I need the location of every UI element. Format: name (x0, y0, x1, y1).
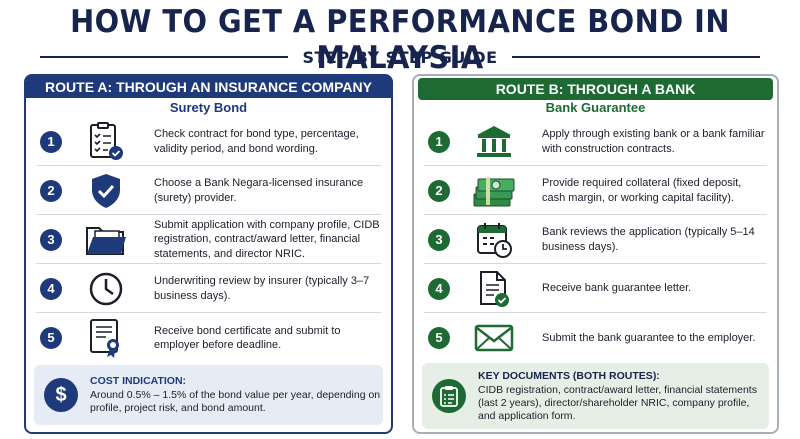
route-b-panel: ROUTE B: THROUGH A BANK Bank Guarantee 1… (412, 74, 779, 434)
bank-icon (466, 122, 522, 162)
step-text: Receive bank guarantee letter. (542, 282, 692, 295)
step-text: Check contract for bond type, percentage… (154, 128, 359, 155)
step-number: 1 (428, 130, 450, 153)
route-b-step-4: 4 Receive bank guarantee letter. (424, 265, 767, 313)
envelope-icon (466, 318, 522, 358)
step-text: Submit application with company profile,… (154, 218, 380, 260)
page-subtitle: STEP BY STEP GUIDE (302, 47, 498, 67)
step-number: 2 (428, 179, 450, 202)
cost-indication-content: COST INDICATION: Around 0.5% – 1.5% of t… (90, 375, 383, 415)
route-a-step-1: 1 Check contract for bond type, percenta… (36, 118, 381, 166)
subtitle-row: STEP BY STEP GUIDE (40, 46, 760, 68)
key-documents-title: KEY DOCUMENTS (BOTH ROUTES): (478, 369, 660, 382)
step-text: Choose a Bank Negara-licensed insurance … (154, 177, 364, 204)
step-text: Apply through existing bank or a bank fa… (542, 128, 765, 155)
cost-indication-box: $ COST INDICATION: Around 0.5% – 1.5% of… (34, 365, 383, 425)
route-a-step-5: 5 Receive bond certificate and submit to… (36, 314, 381, 362)
money-stack-icon (466, 171, 522, 211)
step-text: Bank reviews the application (typically … (542, 226, 755, 253)
shield-check-icon (78, 171, 134, 211)
step-text: Submit the bank guarantee to the employe… (542, 331, 756, 344)
calendar-clock-icon (466, 220, 522, 260)
clipboard-icon (432, 379, 466, 413)
route-a-step-3: 3 Submit application with company profil… (36, 216, 381, 264)
key-documents-box: KEY DOCUMENTS (BOTH ROUTES): CIDB regist… (422, 363, 769, 429)
route-b-step-3: 3 Bank reviews the application (typicall… (424, 216, 767, 264)
step-text: Underwriting review by insurer (typicall… (154, 275, 370, 302)
step-number: 5 (428, 327, 450, 349)
route-a-step-4: 4 Underwriting review by insurer (typica… (36, 265, 381, 313)
certificate-icon (78, 318, 134, 358)
step-number: 1 (40, 130, 62, 153)
route-a-panel: ROUTE A: THROUGH AN INSURANCE COMPANY Su… (24, 74, 393, 434)
checklist-icon (78, 121, 134, 162)
divider (40, 56, 289, 58)
step-number: 3 (428, 228, 450, 251)
route-a-step-2: 2 Choose a Bank Negara-licensed insuranc… (36, 167, 381, 215)
key-documents-content: KEY DOCUMENTS (BOTH ROUTES): CIDB regist… (478, 370, 769, 423)
route-a-header: ROUTE A: THROUGH AN INSURANCE COMPANY (26, 76, 391, 98)
clock-icon (78, 269, 134, 309)
step-number: 5 (40, 327, 62, 349)
step-number: 3 (40, 228, 62, 251)
divider (511, 56, 760, 58)
key-documents-text: CIDB registration, contract/award letter… (478, 383, 757, 422)
cost-indication-title: COST INDICATION: (90, 375, 187, 387)
step-text: Receive bond certificate and submit to e… (154, 324, 341, 352)
route-b-step-1: 1 Apply through existing bank or a bank … (424, 118, 767, 166)
route-a-subheader: Surety Bond (169, 100, 248, 115)
step-number: 4 (428, 277, 450, 300)
step-text: Provide required collateral (fixed depos… (542, 177, 742, 204)
document-check-icon (466, 269, 522, 309)
route-b-header: ROUTE B: THROUGH A BANK (418, 78, 773, 100)
route-b-step-2: 2 Provide required collateral (fixed dep… (424, 167, 767, 215)
cost-indication-text: Around 0.5% – 1.5% of the bond value per… (90, 389, 381, 414)
dollar-icon: $ (44, 378, 78, 412)
step-number: 4 (40, 277, 62, 300)
step-number: 2 (40, 179, 62, 202)
folder-icon (78, 220, 134, 260)
page-title: HOW TO GET A PERFORMANCE BOND IN MALAYSI… (70, 4, 730, 76)
route-b-step-5: 5 Submit the bank guarantee to the emplo… (424, 314, 767, 362)
route-b-subheader: Bank Guarantee (545, 100, 646, 115)
